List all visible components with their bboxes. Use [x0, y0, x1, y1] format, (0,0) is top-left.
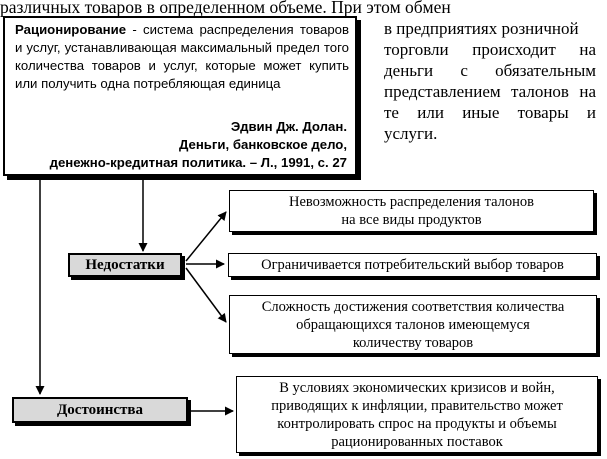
definition-source: Эдвин Дж. Долан. Деньги, банковское дело… — [50, 118, 347, 172]
definition-text: - система распределения товаров и услуг,… — [15, 22, 349, 91]
side-text-rest: торговли происходит на деньги с обязател… — [384, 40, 596, 143]
disadvantage-item-1: Невозможность распределения талонов на в… — [229, 190, 594, 232]
item-1-line2: на все виды продуктов — [341, 212, 482, 228]
arrow-to-item-1 — [185, 211, 227, 262]
side-text-line1: в предприятиях розничной — [384, 19, 579, 38]
source-author: Эдвин Дж. Долан. — [230, 119, 347, 134]
definition-box: Рационирование - система распределения т… — [3, 16, 357, 176]
item-3-line3: количеству товаров — [352, 334, 474, 351]
source-ref: денежно-кредитная политика. – Л., 1991, … — [49, 155, 347, 170]
disadvantage-item-3: Сложность достижения соответствия количе… — [229, 295, 597, 354]
advantage-item: В условиях экономических кризисов и войн… — [236, 376, 598, 453]
source-title: Деньги, банковское дело, — [178, 137, 347, 152]
top-text-line: различных товаров в определенном объеме.… — [0, 0, 451, 17]
item-3-line1: Сложность достижения соответствия количе… — [261, 298, 565, 315]
side-text: в предприятиях розничной торговли происх… — [384, 18, 596, 144]
disadvantage-item-2: Ограничивается потребительский выбор тов… — [228, 253, 597, 277]
item-1-line1: Невозможность распределения талонов — [289, 194, 534, 210]
advantages-label: Достоинства — [12, 397, 188, 423]
adv-line4: рационированных поставок — [331, 433, 503, 450]
item-2-line1: Ограничивается потребительский выбор тов… — [261, 257, 564, 273]
adv-line2: приводящих к инфляции, правительство мож… — [271, 397, 563, 414]
item-3-line2: обращающихся талонов имеющемуся — [296, 316, 530, 333]
adv-line3: контролировать спрос на продукты и объем… — [277, 415, 557, 432]
adv-line1: В условиях экономических кризисов и войн… — [279, 379, 555, 396]
arrow-to-item-3 — [185, 267, 227, 323]
definition-term: Рационирование — [15, 22, 127, 37]
disadvantages-label: Недостатки — [68, 253, 182, 277]
